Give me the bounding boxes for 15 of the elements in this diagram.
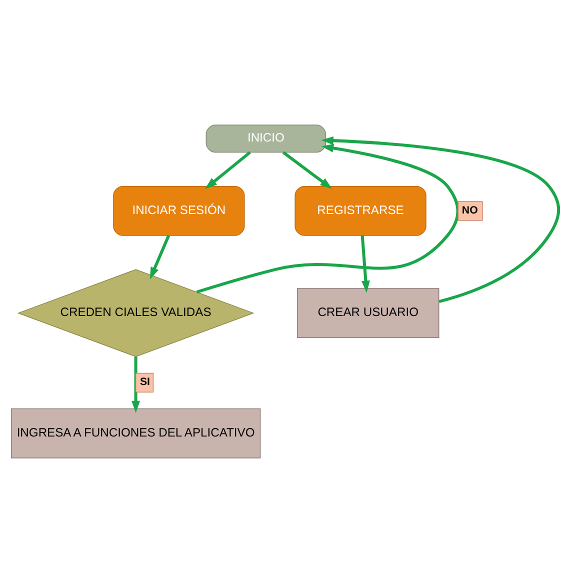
node-box: INGRESA A FUNCIONES DEL APLICATIVO [10, 408, 261, 458]
arrow [150, 234, 170, 280]
node-diamond: CREDEN CIALES VALIDAS [17, 269, 254, 357]
edge-label: NO [462, 204, 478, 216]
arrow [196, 144, 460, 294]
node-box: CREAR USUARIO [296, 288, 440, 338]
arrow [204, 151, 251, 189]
node-box: INICIAR SESIÓN [113, 186, 245, 236]
node-box: INICIO [206, 124, 326, 153]
arrow [321, 136, 560, 304]
arrow [282, 151, 332, 189]
arrow [132, 356, 140, 414]
edge-label: SI [140, 376, 150, 388]
node-box: REGISTRARSE [294, 186, 426, 236]
arrow [360, 235, 370, 293]
